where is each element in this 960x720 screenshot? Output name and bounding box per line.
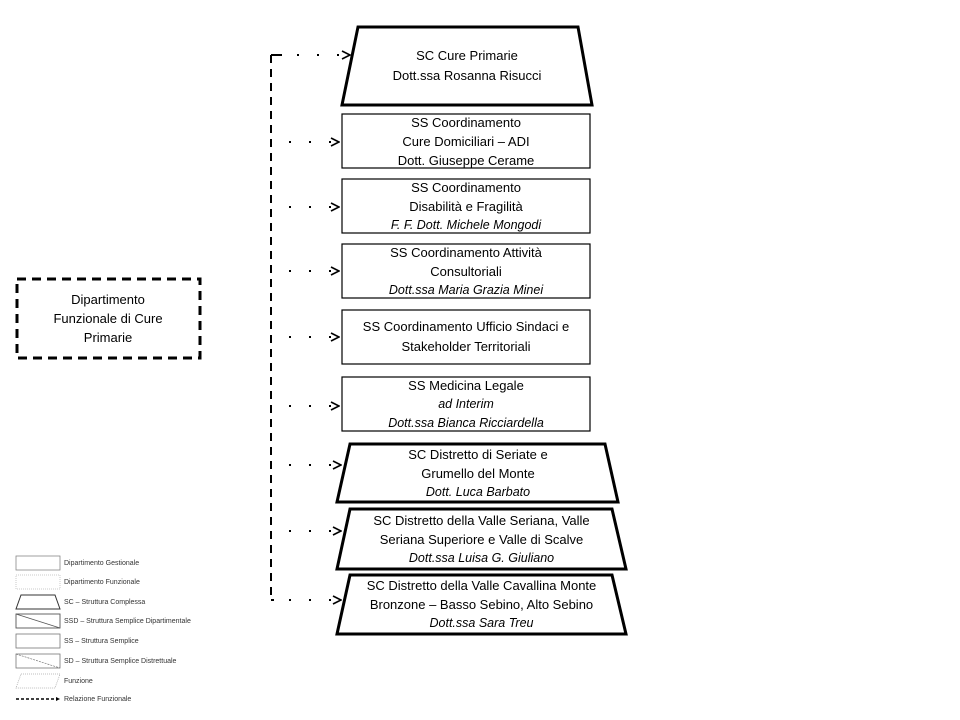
unit-title: SC Cure Primarie — [416, 48, 518, 63]
unit-title: SS Coordinamento Ufficio Sindaci e — [362, 319, 570, 334]
unit-shape-ss-medicina-legale[interactable] — [341, 376, 591, 432]
unit-shape-sc-distretto-seriate[interactable] — [335, 442, 620, 504]
unit-ss-cure-domiciliari[interactable]: SS Coordinamento Cure Domiciliari – ADI … — [342, 114, 590, 168]
department-line: Dipartimento — [71, 291, 145, 307]
unit-sc-cure-primarie[interactable]: SC Cure Primarie Dott.ssa Rosanna Risucc… — [342, 27, 592, 105]
legend-label-sd: SD – Struttura Semplice Distrettuale — [64, 658, 177, 665]
department-label: Dipartimento Funzionale di Cure Primarie — [16, 278, 200, 358]
unit-subtitle: Stakeholder Territoriali — [401, 339, 531, 354]
legend-symbol-dipartimento-gestionale — [15, 555, 61, 571]
legend-symbol-sc — [15, 594, 61, 610]
legend-symbol-funzione — [15, 673, 61, 689]
unit-title: SS Coordinamento — [411, 114, 521, 130]
unit-head: F. F. Dott. Michele Mongodi — [390, 217, 542, 232]
legend-label-sc: SC – Struttura Complessa — [64, 599, 146, 606]
unit-subtitle: Cure Domiciliari – ADI — [402, 133, 530, 149]
unit-shape-sc-cure-primarie[interactable] — [340, 25, 594, 107]
unit-head: Dott.ssa Maria Grazia Minei — [388, 282, 544, 297]
unit-head: Dott.ssa Bianca Ricciardella — [388, 415, 544, 430]
legend-symbol-sd — [15, 653, 61, 669]
department-box[interactable] — [15, 277, 202, 360]
unit-sc-distretto-valle-cavallina[interactable]: SC Distretto della Valle Cavallina Monte… — [337, 575, 626, 634]
legend-label-ss: SS – Struttura Semplice — [64, 638, 139, 645]
unit-title: SC Distretto della Valle Seriana, Valle — [373, 512, 590, 528]
legend — [15, 555, 61, 701]
unit-sc-distretto-seriate[interactable]: SC Distretto di Seriate e Grumello del M… — [337, 444, 619, 502]
unit-subtitle: Consultoriali — [430, 263, 502, 279]
unit-head: Dott.ssa Luisa G. Giuliano — [408, 550, 555, 565]
unit-head: Dott.ssa Rosanna Risucci — [392, 68, 542, 83]
unit-shape-sc-distretto-valle-seriana[interactable] — [335, 507, 628, 571]
legend-label-funzione: Funzione — [64, 678, 93, 685]
unit-title: SC Distretto di Seriate e — [408, 446, 548, 462]
unit-subtitle: Bronzone – Basso Sebino, Alto Sebino — [369, 597, 594, 612]
unit-shape-ss-disabilita-fragilita[interactable] — [341, 178, 591, 234]
unit-shape-sc-distretto-valle-cavallina[interactable] — [335, 573, 628, 636]
unit-title: SC Distretto della Valle Cavallina Monte — [366, 578, 597, 593]
legend-label-relazione-funzionale: Relazione Funzionale — [64, 696, 132, 703]
department-line: Funzionale di Cure — [53, 310, 163, 326]
unit-sc-distretto-valle-seriana[interactable]: SC Distretto della Valle Seriana, Valle … — [337, 509, 626, 569]
unit-subtitle: Grumello del Monte — [421, 465, 535, 481]
department-line: Primarie — [83, 329, 133, 345]
unit-ss-medicina-legale[interactable]: SS Medicina Legale ad Interim Dott.ssa B… — [342, 377, 590, 431]
unit-title: SS Coordinamento — [411, 179, 521, 195]
legend-symbol-ssd — [15, 613, 61, 629]
unit-ss-attivita-consultoriali[interactable]: SS Coordinamento Attività Consultoriali … — [342, 244, 590, 298]
unit-title: SS Coordinamento Attività — [390, 244, 542, 260]
unit-title: SS Medicina Legale — [408, 377, 524, 393]
legend-symbol-dipartimento-funzionale — [15, 574, 61, 590]
unit-subtitle: Seriana Superiore e Valle di Scalve — [379, 531, 584, 547]
unit-head: Dott. Giuseppe Cerame — [397, 152, 535, 168]
unit-shape-ss-cure-domiciliari[interactable] — [341, 113, 591, 169]
unit-ss-disabilita-fragilita[interactable]: SS Coordinamento Disabilità e Fragilità … — [342, 179, 590, 233]
unit-ss-ufficio-sindaci[interactable]: SS Coordinamento Ufficio Sindaci e Stake… — [342, 310, 590, 364]
unit-subtitle: ad Interim — [438, 396, 494, 411]
legend-label-dipartimento-funzionale: Dipartimento Funzionale — [64, 579, 140, 586]
legend-symbol-ss — [15, 633, 61, 649]
unit-head: Dott. Luca Barbato — [425, 484, 531, 499]
legend-label-ssd: SSD – Struttura Semplice Dipartimentale — [64, 618, 191, 625]
unit-head: Dott.ssa Sara Treu — [429, 616, 534, 630]
unit-shape-ss-attivita-consultoriali[interactable] — [341, 243, 591, 299]
unit-shape-ss-ufficio-sindaci[interactable] — [341, 309, 591, 365]
unit-subtitle: Disabilità e Fragilità — [409, 198, 523, 214]
legend-label-dipartimento-gestionale: Dipartimento Gestionale — [64, 560, 140, 567]
